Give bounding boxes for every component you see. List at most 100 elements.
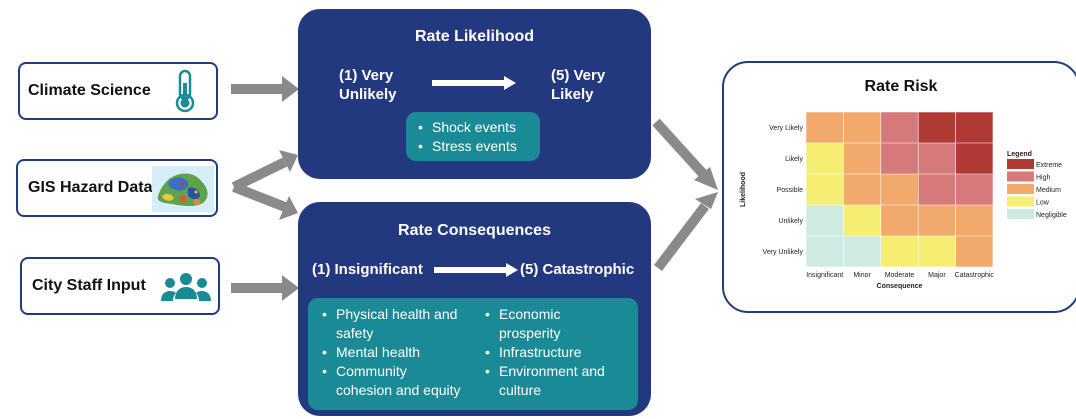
col-label: Major bbox=[928, 272, 946, 279]
x-axis-title: Consequence bbox=[877, 283, 923, 290]
climate-science-box: Climate Science bbox=[18, 62, 218, 120]
likelihood-low-line1: (1) Very bbox=[339, 67, 394, 84]
risk-cell bbox=[843, 112, 881, 143]
risk-cell bbox=[806, 236, 844, 267]
risk-cell bbox=[918, 174, 956, 205]
consequence-item: Community cohesion and equity bbox=[318, 362, 478, 400]
y-axis-title: Likelihood bbox=[740, 172, 747, 207]
arrow-climate-to-likelihood bbox=[231, 76, 299, 102]
consequence-item-line: cohesion and equity bbox=[336, 382, 461, 398]
col-label: Catastrophic bbox=[955, 272, 995, 279]
row-label: Very Unlikely bbox=[763, 249, 804, 256]
arrow-gis-to-consequences bbox=[232, 182, 287, 212]
consequence-item-line: Mental health bbox=[336, 344, 421, 360]
row-label: Likely bbox=[785, 156, 803, 163]
event-item: Shock events bbox=[414, 118, 540, 137]
climate-science-label: Climate Science bbox=[28, 82, 151, 99]
risk-cell bbox=[806, 143, 844, 174]
risk-cell bbox=[955, 112, 993, 143]
risk-cell bbox=[806, 205, 844, 236]
legend-swatch bbox=[1007, 184, 1034, 194]
row-label: Unlikely bbox=[778, 218, 803, 225]
consequence-item: Infrastructure bbox=[481, 343, 636, 362]
col-label: Minor bbox=[853, 272, 871, 279]
gis-hazard-data-box: GIS Hazard Data bbox=[16, 159, 218, 217]
likelihood-high-line1: (5) Very bbox=[551, 67, 606, 84]
legend-swatch bbox=[1007, 196, 1034, 207]
consequences-scale-arrow bbox=[434, 263, 518, 277]
consequence-item-line: Physical health and bbox=[336, 306, 458, 322]
event-item: Stress events bbox=[414, 137, 540, 156]
consequence-item-line: Community bbox=[336, 363, 407, 379]
legend-label: Extreme bbox=[1036, 162, 1062, 169]
risk-cell bbox=[955, 236, 993, 267]
arrow-staff-to-consequences bbox=[231, 275, 299, 301]
consequence-item-line: Economic bbox=[499, 306, 561, 322]
consequence-item-line: Environment and bbox=[499, 363, 605, 379]
hazard-map-icon bbox=[152, 166, 214, 212]
city-staff-input-box: City Staff Input bbox=[20, 257, 220, 315]
risk-cell bbox=[955, 143, 993, 174]
risk-cell bbox=[806, 112, 844, 143]
likelihood-scale-arrow bbox=[432, 76, 516, 90]
legend-label: Low bbox=[1036, 200, 1050, 207]
likelihood-low-line2: Unlikely bbox=[339, 86, 397, 103]
risk-cell bbox=[955, 174, 993, 205]
people-group-icon bbox=[161, 273, 211, 301]
legend-label: Negligible bbox=[1036, 212, 1067, 219]
consequences-title: Rate Consequences bbox=[398, 222, 551, 239]
risk-cell bbox=[880, 174, 919, 205]
legend-title: Legend bbox=[1007, 151, 1032, 158]
rate-consequences-box: Rate Consequences (1) Insignificant (5) … bbox=[298, 202, 651, 416]
risk-cell bbox=[880, 236, 919, 267]
likelihood-high-label: (5) Very Likely bbox=[551, 66, 605, 104]
thermometer-icon bbox=[175, 69, 195, 113]
likelihood-low-label: (1) Very Unlikely bbox=[339, 66, 397, 104]
risk-cell bbox=[880, 205, 919, 236]
risk-cell bbox=[843, 174, 881, 205]
event-types-panel: Shock events Stress events bbox=[406, 112, 540, 161]
legend-swatch bbox=[1007, 159, 1034, 169]
city-staff-input-label: City Staff Input bbox=[32, 277, 146, 294]
consequences-high-label: (5) Catastrophic bbox=[520, 261, 635, 278]
risk-cell bbox=[806, 174, 844, 205]
risk-cell bbox=[880, 112, 919, 143]
risk-cell bbox=[918, 112, 956, 143]
risk-cell bbox=[880, 143, 919, 174]
likelihood-title: Rate Likelihood bbox=[414, 28, 535, 45]
arrow-consequences-to-risk bbox=[654, 202, 709, 272]
consequence-item-line: prosperity bbox=[499, 325, 561, 341]
risk-title: Rate Risk bbox=[864, 78, 938, 95]
consequence-item: Mental health bbox=[318, 343, 478, 362]
risk-cell bbox=[843, 205, 881, 236]
legend-label: Medium bbox=[1036, 187, 1061, 194]
arrow-likelihood-to-risk bbox=[652, 118, 709, 180]
legend-swatch bbox=[1007, 209, 1034, 219]
gis-hazard-data-label: GIS Hazard Data bbox=[28, 179, 153, 196]
risk-cell bbox=[918, 205, 956, 236]
consequence-item: Physical health and safety bbox=[318, 305, 478, 343]
consequences-low-label: (1) Insignificant bbox=[312, 261, 423, 278]
risk-cell bbox=[918, 143, 956, 174]
legend-label: High bbox=[1036, 175, 1051, 182]
col-label: Moderate bbox=[885, 272, 915, 279]
risk-cell bbox=[843, 236, 881, 267]
arrow-gis-to-likelihood bbox=[231, 157, 288, 192]
likelihood-high-line2: Likely bbox=[551, 86, 594, 103]
col-label: Insignificant bbox=[806, 272, 843, 279]
risk-cell bbox=[918, 236, 956, 267]
risk-cell bbox=[955, 205, 993, 236]
consequence-item-line: Infrastructure bbox=[499, 344, 582, 360]
consequence-list-right: Economic prosperity Infrastructure Enviro… bbox=[481, 305, 636, 400]
row-label: Very Likely bbox=[769, 125, 803, 132]
risk-cell bbox=[843, 143, 881, 174]
consequence-item-line: safety bbox=[336, 325, 374, 341]
legend-swatch bbox=[1007, 171, 1034, 182]
row-label: Possible bbox=[777, 187, 804, 194]
